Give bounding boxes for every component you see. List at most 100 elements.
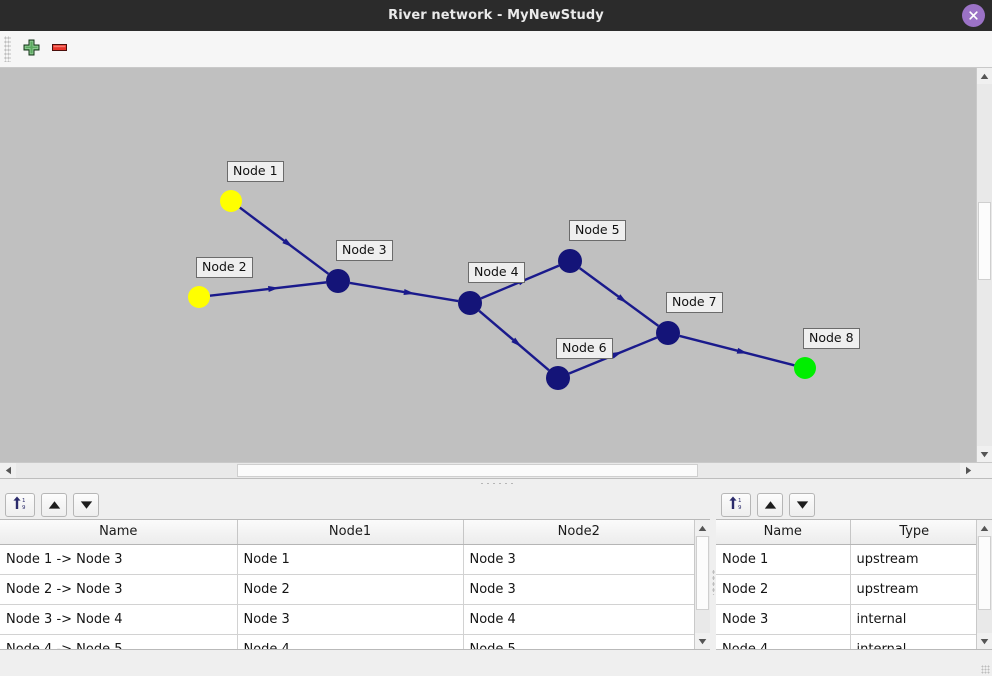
table-cell[interactable]: Node 3 -> Node 4 bbox=[0, 604, 238, 635]
nodes-vertical-scrollbar[interactable] bbox=[976, 520, 992, 649]
column-header[interactable]: Node2 bbox=[463, 520, 694, 545]
table-cell[interactable]: Node 3 bbox=[237, 604, 464, 635]
bottom-panes: 1 9 bbox=[0, 488, 992, 676]
table-cell[interactable]: Node 1 -> Node 3 bbox=[0, 544, 238, 575]
table-cell[interactable]: Node 3 bbox=[716, 604, 851, 635]
column-header[interactable]: Type bbox=[850, 520, 976, 545]
graph-vertical-scrollbar[interactable] bbox=[976, 68, 992, 462]
nodes-vscroll-thumb[interactable] bbox=[978, 536, 991, 610]
table-cell[interactable]: Node 5 bbox=[463, 634, 694, 649]
branches-move-down-button[interactable] bbox=[73, 492, 99, 517]
column-header[interactable]: Node1 bbox=[237, 520, 464, 545]
branches-sort-button[interactable]: 1 9 bbox=[5, 492, 35, 517]
column-header[interactable]: Name bbox=[0, 520, 238, 545]
branches-vscroll-track[interactable] bbox=[695, 536, 710, 633]
scroll-down-button[interactable] bbox=[977, 446, 992, 462]
branches-scroll-down-button[interactable] bbox=[695, 633, 710, 649]
nodes-move-up-button[interactable] bbox=[757, 492, 783, 517]
graph-edge[interactable] bbox=[679, 334, 795, 367]
graph-edge[interactable] bbox=[239, 206, 330, 275]
graph-node[interactable] bbox=[188, 286, 210, 308]
table-cell[interactable]: Node 2 bbox=[237, 574, 464, 605]
close-button[interactable] bbox=[962, 4, 985, 27]
table-cell[interactable]: Node 4 bbox=[237, 634, 464, 649]
graph-hscroll-track[interactable] bbox=[16, 463, 960, 478]
graph-edges-layer bbox=[188, 190, 816, 390]
river-network-graph[interactable]: Node 1 Node 2 Node 3 Node 4 Node 5 Node 6 Node… bbox=[0, 68, 976, 462]
graph-node[interactable] bbox=[458, 291, 482, 315]
window-resize-grip[interactable] bbox=[981, 665, 990, 674]
horizontal-splitter[interactable] bbox=[710, 488, 716, 676]
nodes-vscroll-track[interactable] bbox=[977, 536, 992, 633]
table-cell[interactable]: internal bbox=[850, 634, 976, 649]
graph-node[interactable] bbox=[794, 357, 816, 379]
table-cell[interactable]: Node 3 bbox=[463, 574, 694, 605]
add-node-button[interactable] bbox=[17, 35, 45, 63]
graph-node-label[interactable]: Node 4 bbox=[468, 262, 525, 283]
table-cell[interactable]: Node 4 bbox=[716, 634, 851, 649]
graph-node-label[interactable]: Node 8 bbox=[803, 328, 860, 349]
graph-node[interactable] bbox=[558, 249, 582, 273]
branches-move-up-button[interactable] bbox=[41, 492, 67, 517]
table-cell[interactable]: Node 3 bbox=[463, 544, 694, 575]
delete-node-icon bbox=[51, 39, 68, 60]
graph-node-label[interactable]: Node 5 bbox=[569, 220, 626, 241]
graph-node[interactable] bbox=[326, 269, 350, 293]
toolbar-drag-handle[interactable] bbox=[4, 36, 11, 62]
graph-edge-arrowhead bbox=[268, 286, 280, 292]
graph-node-label[interactable]: Node 1 bbox=[227, 161, 284, 182]
table-cell[interactable]: Node 1 bbox=[237, 544, 464, 575]
graph-node[interactable] bbox=[656, 321, 680, 345]
graph-horizontal-scrollbar[interactable] bbox=[0, 462, 992, 478]
graph-edge[interactable] bbox=[209, 281, 327, 297]
graph-node[interactable] bbox=[546, 366, 570, 390]
nodes-sort-button[interactable]: 1 9 bbox=[721, 492, 751, 517]
graph-vscroll-track[interactable] bbox=[977, 84, 992, 446]
scroll-right-button[interactable] bbox=[960, 463, 976, 478]
vertical-splitter[interactable] bbox=[0, 478, 992, 488]
delete-node-button[interactable] bbox=[45, 35, 73, 63]
graph-node-label[interactable]: Node 6 bbox=[556, 338, 613, 359]
graph-hscroll-thumb[interactable] bbox=[237, 464, 698, 477]
scroll-left-button[interactable] bbox=[0, 463, 16, 478]
svg-text:1: 1 bbox=[22, 498, 26, 504]
column-header[interactable]: Name bbox=[716, 520, 851, 545]
table-cell[interactable]: Node 2 -> Node 3 bbox=[0, 574, 238, 605]
branches-vscroll-thumb[interactable] bbox=[696, 536, 709, 610]
table-cell[interactable]: Node 4 -> Node 5 bbox=[0, 634, 238, 649]
graph-node-label[interactable]: Node 2 bbox=[196, 257, 253, 278]
table-cell[interactable]: Node 2 bbox=[716, 574, 851, 605]
graph-node-label[interactable]: Node 3 bbox=[336, 240, 393, 261]
graph-vscroll-thumb[interactable] bbox=[978, 202, 991, 280]
graph-node[interactable] bbox=[220, 190, 242, 212]
graph-node-label[interactable]: Node 7 bbox=[666, 292, 723, 313]
scroll-up-button[interactable] bbox=[977, 68, 992, 84]
nodes-scroll-down-button[interactable] bbox=[977, 633, 992, 649]
branches-vertical-scrollbar[interactable] bbox=[694, 520, 710, 649]
table-cell[interactable]: Node 1 bbox=[716, 544, 851, 575]
add-node-icon bbox=[23, 39, 40, 60]
table-cell[interactable]: upstream bbox=[850, 574, 976, 605]
table-cell[interactable]: upstream bbox=[850, 544, 976, 575]
table-cell[interactable]: internal bbox=[850, 604, 976, 635]
branches-scroll-up-button[interactable] bbox=[695, 520, 710, 536]
nodes-scroll-up-button[interactable] bbox=[977, 520, 992, 536]
table-cell[interactable]: Node 4 bbox=[463, 604, 694, 635]
nodes-move-down-button[interactable] bbox=[789, 492, 815, 517]
